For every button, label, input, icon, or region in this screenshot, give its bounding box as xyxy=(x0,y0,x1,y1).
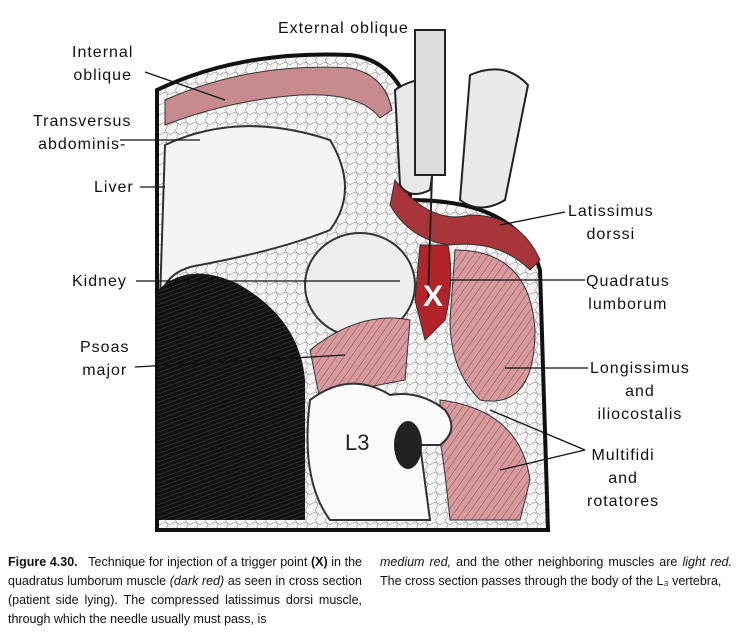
l3-vertebra xyxy=(306,382,453,521)
caption-text: in the quadratus lumborum muscle xyxy=(8,555,362,588)
caption-text: The cross section passes through the bod… xyxy=(380,574,722,588)
finger xyxy=(458,68,530,209)
caption-x: (X) xyxy=(310,555,328,569)
external-oblique-muscle xyxy=(164,66,393,126)
label-external-oblique: External oblique xyxy=(278,20,409,37)
figure-number: Figure 4.30. xyxy=(8,555,78,569)
label-longissimus-iliocostalis: Longissimus and iliocostalis xyxy=(590,357,690,426)
label-line: Internal xyxy=(72,44,134,61)
caption-medium-red: medium red, xyxy=(380,555,452,569)
cross-section-illustration: X L3 xyxy=(120,29,588,532)
quadratus-lumborum-muscle xyxy=(414,244,452,341)
syringe xyxy=(414,29,446,176)
label-latissimus-dorsi: Latissimus dorssi xyxy=(568,200,654,246)
label-line: Psoas xyxy=(80,339,130,356)
liver xyxy=(159,125,346,301)
label-multifidi-rotatores: Multifidi and rotatores xyxy=(587,444,659,513)
caption-text: as seen in cross section (patient side l… xyxy=(8,574,362,626)
vertebra-label: L3 xyxy=(345,430,369,455)
label-line: abdominis- xyxy=(38,136,127,153)
label-line: Quadratus xyxy=(586,273,670,290)
caption-text: and the other neighboring muscles are xyxy=(456,555,678,569)
label-kidney: Kidney xyxy=(72,273,127,290)
label-line: and xyxy=(608,470,638,487)
label-line: rotatores xyxy=(587,493,660,510)
label-line: Multifidi xyxy=(591,447,655,464)
label-line: major xyxy=(82,362,128,379)
label-line: dorssi xyxy=(586,226,636,243)
label-psoas-major: Psoas major xyxy=(80,336,129,382)
trigger-point-mark: X xyxy=(423,280,443,313)
multifidi-muscle xyxy=(439,399,531,521)
spinal-canal xyxy=(394,421,422,469)
label-transversus-abdominis: Transversus abdominis- xyxy=(33,110,131,156)
label-quadratus-lumborum: Quadratus lumborum xyxy=(586,270,670,316)
label-line: Longissimus xyxy=(590,360,690,377)
caption-light-red: light red. xyxy=(682,555,732,569)
label-line: lumborum xyxy=(588,296,668,313)
label-internal-oblique: Internal oblique xyxy=(72,41,133,87)
longissimus-muscle xyxy=(449,249,536,402)
caption-column-2: medium red, and the other neighboring mu… xyxy=(380,553,732,591)
label-line: and xyxy=(625,383,655,400)
caption-column-1: Figure 4.30. Technique for injection of … xyxy=(8,553,362,629)
caption-dark-red: (dark red) xyxy=(169,574,225,588)
label-liver: Liver xyxy=(94,179,134,196)
needle xyxy=(427,174,433,301)
label-line: oblique xyxy=(73,67,132,84)
dark-region xyxy=(158,273,305,520)
latissimus-dorsi-muscle xyxy=(389,178,541,271)
label-line: Transversus xyxy=(33,113,132,130)
caption-text: Technique for injection of a trigger poi… xyxy=(88,555,308,569)
leader-lines xyxy=(120,71,588,471)
label-line: iliocostalis xyxy=(597,406,683,423)
label-line: Latissimus xyxy=(568,203,654,220)
